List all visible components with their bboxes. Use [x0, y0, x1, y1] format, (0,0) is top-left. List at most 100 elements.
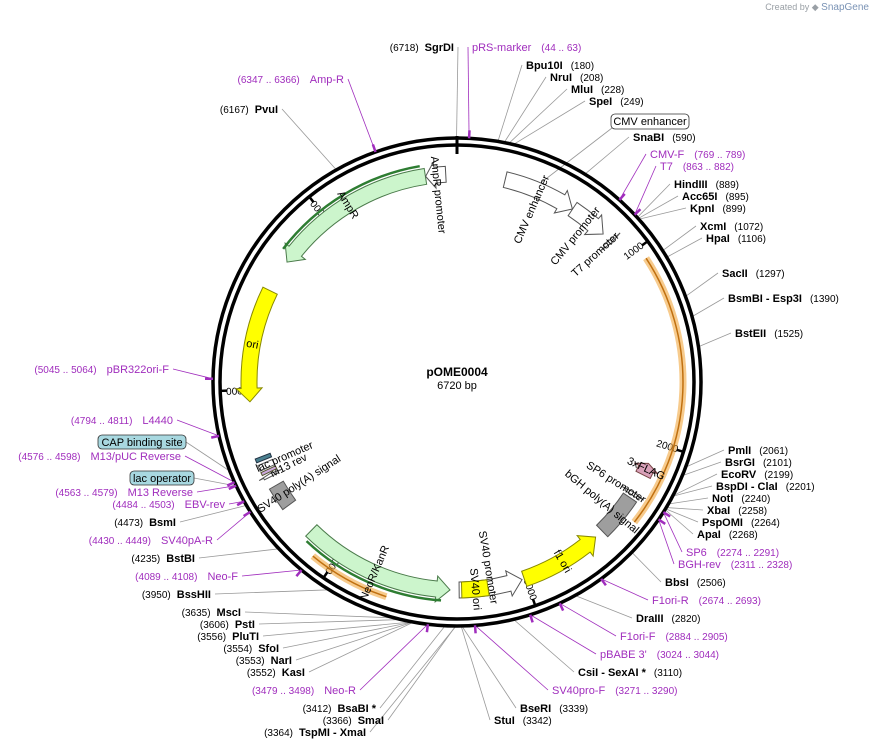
site-kpni-899[interactable]: KpnI(899): [690, 203, 746, 215]
enzyme-name: XcmI: [700, 221, 726, 233]
boxed-label-cmv-enhancer[interactable]: CMV enhancer: [610, 113, 690, 130]
enzyme-position: (208): [580, 73, 603, 84]
primer-ebv-rev[interactable]: EBV-rev(4484 .. 4503): [112, 499, 245, 511]
primer-pbabe-3[interactable]: pBABE 3'(3024 .. 3044): [529, 614, 719, 661]
primer-range: (769 .. 789): [694, 150, 745, 161]
primer-range: (3271 .. 3290): [615, 686, 677, 697]
feature-sv40-poly-a-signal[interactable]: [268, 480, 297, 511]
site-csii-sexai-3110[interactable]: CsiI - SexAI *(3110): [578, 667, 682, 679]
site-bsmbi-esp3i-1390[interactable]: BsmBI - Esp3I(1390): [728, 293, 839, 305]
site-bsshii-3950[interactable]: BssHII(3950): [142, 589, 211, 601]
site-pluti-3556[interactable]: PluTI(3556): [197, 631, 259, 643]
site-draiii-2820[interactable]: DraIII(2820): [636, 613, 700, 625]
site-pvui-6167[interactable]: PvuI(6167): [220, 104, 278, 116]
feature-lac-promoter[interactable]: [257, 458, 276, 472]
boxed-label-lac-operator[interactable]: lac operator: [129, 470, 195, 486]
feature-ampr-promoter[interactable]: [425, 160, 447, 190]
primer-f1ori-f[interactable]: F1ori-F(2884 .. 2905): [558, 602, 728, 643]
site-smai-3366[interactable]: SmaI(3366): [323, 715, 384, 727]
site-snabi-590[interactable]: SnaBI(590): [633, 132, 696, 144]
site-bbsi-2506[interactable]: BbsI(2506): [665, 577, 726, 589]
boxed-label-text: CAP binding site: [101, 437, 182, 449]
enzyme-position: (3554): [223, 644, 252, 655]
primer-t7[interactable]: T7(863 .. 882): [633, 161, 734, 216]
site-bseri-3339[interactable]: BseRI(3339): [520, 703, 588, 715]
leader-csii-sexai-3110: [513, 619, 575, 673]
site-noti-2240[interactable]: NotI(2240): [712, 493, 770, 505]
primer-m13-puc-reverse[interactable]: M13/pUC Reverse(4576 .. 4598): [18, 451, 236, 487]
feature-sp6-promoter[interactable]: [621, 485, 645, 501]
feature-ori[interactable]: [234, 286, 278, 403]
site-labels[interactable]: SgrDI(6718) Bpu10I(180)NruI(208)MluI(228)…: [18, 42, 839, 739]
primer-f1ori-r[interactable]: F1ori-R(2674 .. 2693): [600, 578, 761, 607]
primer-m13-reverse[interactable]: M13 Reverse(4563 .. 4579): [55, 484, 237, 499]
primer-amp-r[interactable]: Amp-R(6347 .. 6366): [238, 74, 377, 153]
enzyme-position: (249): [620, 97, 643, 108]
primer-cmv-f[interactable]: CMV-F(769 .. 789): [618, 149, 745, 201]
site-msci-3635[interactable]: MscI(3635): [182, 607, 241, 619]
feature-neor-kanr[interactable]: [304, 524, 451, 604]
site-nari-3553[interactable]: NarI(3553): [236, 655, 292, 667]
feature-cmv-promoter[interactable]: [567, 201, 604, 236]
leader-primer-neo-f: [241, 569, 302, 577]
primer-l4440[interactable]: L4440(4794 .. 4811): [71, 415, 220, 439]
leader-primer-prs-marker: [467, 46, 470, 139]
site-sfoi-3554[interactable]: SfoI(3554): [223, 643, 279, 655]
enzyme-name: SpeI: [589, 96, 612, 108]
feature-cap-binding-site[interactable]: [254, 452, 273, 464]
site-hindiii-889[interactable]: HindIII(889): [674, 179, 739, 191]
site-xbai-2258[interactable]: XbaI(2258): [707, 505, 767, 517]
site-bsrgi-2101[interactable]: BsrGI(2101): [725, 457, 792, 469]
site-spei-249[interactable]: SpeI (249): [589, 96, 644, 108]
primer-neo-r[interactable]: Neo-R(3479 .. 3498): [252, 624, 430, 697]
site-apai-2268[interactable]: ApaI(2268): [697, 529, 758, 541]
leader-pspomi-2264: [665, 508, 699, 523]
site-pspomi-2264[interactable]: PspOMI(2264): [702, 517, 780, 529]
site-ecorv-2199[interactable]: EcoRV(2199): [721, 469, 793, 481]
site-bsteii-1525[interactable]: BstEII(1525): [735, 328, 803, 340]
snapgene-branding: Created by ◆ SnapGene: [765, 2, 869, 13]
site-bspdi-clai-2201[interactable]: BspDI - ClaI(2201): [716, 481, 815, 493]
site-hpai-1106[interactable]: HpaI(1106): [706, 233, 766, 245]
primer-prs-marker[interactable]: pRS-marker(44 .. 63): [467, 42, 581, 139]
enzyme-position: (2264): [751, 518, 780, 529]
site-bstbi-4235[interactable]: BstBI(4235): [131, 553, 195, 565]
feature-t7-promoter[interactable]: [600, 232, 621, 251]
site-mlui-228[interactable]: MluI(228): [571, 84, 624, 96]
site-acc65i-895[interactable]: Acc65I(895): [682, 191, 749, 203]
primer-name: pRS-marker: [472, 42, 532, 54]
site-kasi-3552[interactable]: KasI(3552): [247, 667, 305, 679]
feature-ampr[interactable]: [284, 167, 428, 263]
primer-sv40pa-r[interactable]: SV40pA-R(4430 .. 4449): [89, 510, 252, 547]
boxed-label-cap-binding-site[interactable]: CAP binding site: [97, 434, 187, 450]
feature-f1-ori[interactable]: [521, 534, 597, 588]
primer-sp6[interactable]: SP6(2274 .. 2291): [662, 511, 779, 559]
site-bsmi-4473[interactable]: BsmI(4473): [114, 517, 176, 529]
primer-sv40pro-f[interactable]: SV40pro-F(3271 .. 3290): [473, 625, 677, 697]
boxed-label-bg: [97, 434, 187, 450]
enzyme-position: (3606): [200, 620, 229, 631]
feature-m13-rev[interactable]: [258, 468, 283, 481]
site-xcmi-1072[interactable]: XcmI(1072): [700, 221, 763, 233]
enzyme-position: (2820): [672, 614, 701, 625]
site-bsabi-3412[interactable]: BsaBI *(3412): [303, 703, 377, 715]
primer-range: (4794 .. 4811): [71, 416, 133, 427]
primer-neo-f[interactable]: Neo-F(4089 .. 4108): [135, 569, 303, 583]
site-bpu10i-180[interactable]: Bpu10I(180): [526, 60, 594, 72]
primer-marker: [210, 434, 220, 439]
site-pmli-2061[interactable]: PmlI(2061): [728, 445, 788, 457]
feature-bgh-poly-a-signal[interactable]: [595, 492, 638, 538]
primer-pbr322ori-f[interactable]: pBR322ori-F(5045 .. 5064): [34, 364, 214, 381]
site-tspmi-xmai-3364[interactable]: TspMI - XmaI(3364): [264, 727, 366, 739]
feature-lac-operator[interactable]: [260, 465, 278, 477]
leader-draiii-2820: [574, 595, 633, 619]
site-nrui-208[interactable]: NruI(208): [550, 72, 603, 84]
primer-range: (6347 .. 6366): [238, 75, 300, 86]
site-sgrdi-6718[interactable]: SgrDI(6718): [390, 42, 454, 54]
site-psti-3606[interactable]: PstI(3606): [200, 619, 255, 631]
site-sacii-1297[interactable]: SacII(1297): [722, 268, 785, 280]
primer-bgh-rev[interactable]: BGH-rev(2311 .. 2328): [657, 518, 793, 571]
feature-3xflag[interactable]: [634, 462, 659, 480]
site-stui-3342[interactable]: StuI(3342): [494, 715, 552, 727]
feature-sv40-ori[interactable]: [460, 579, 490, 599]
